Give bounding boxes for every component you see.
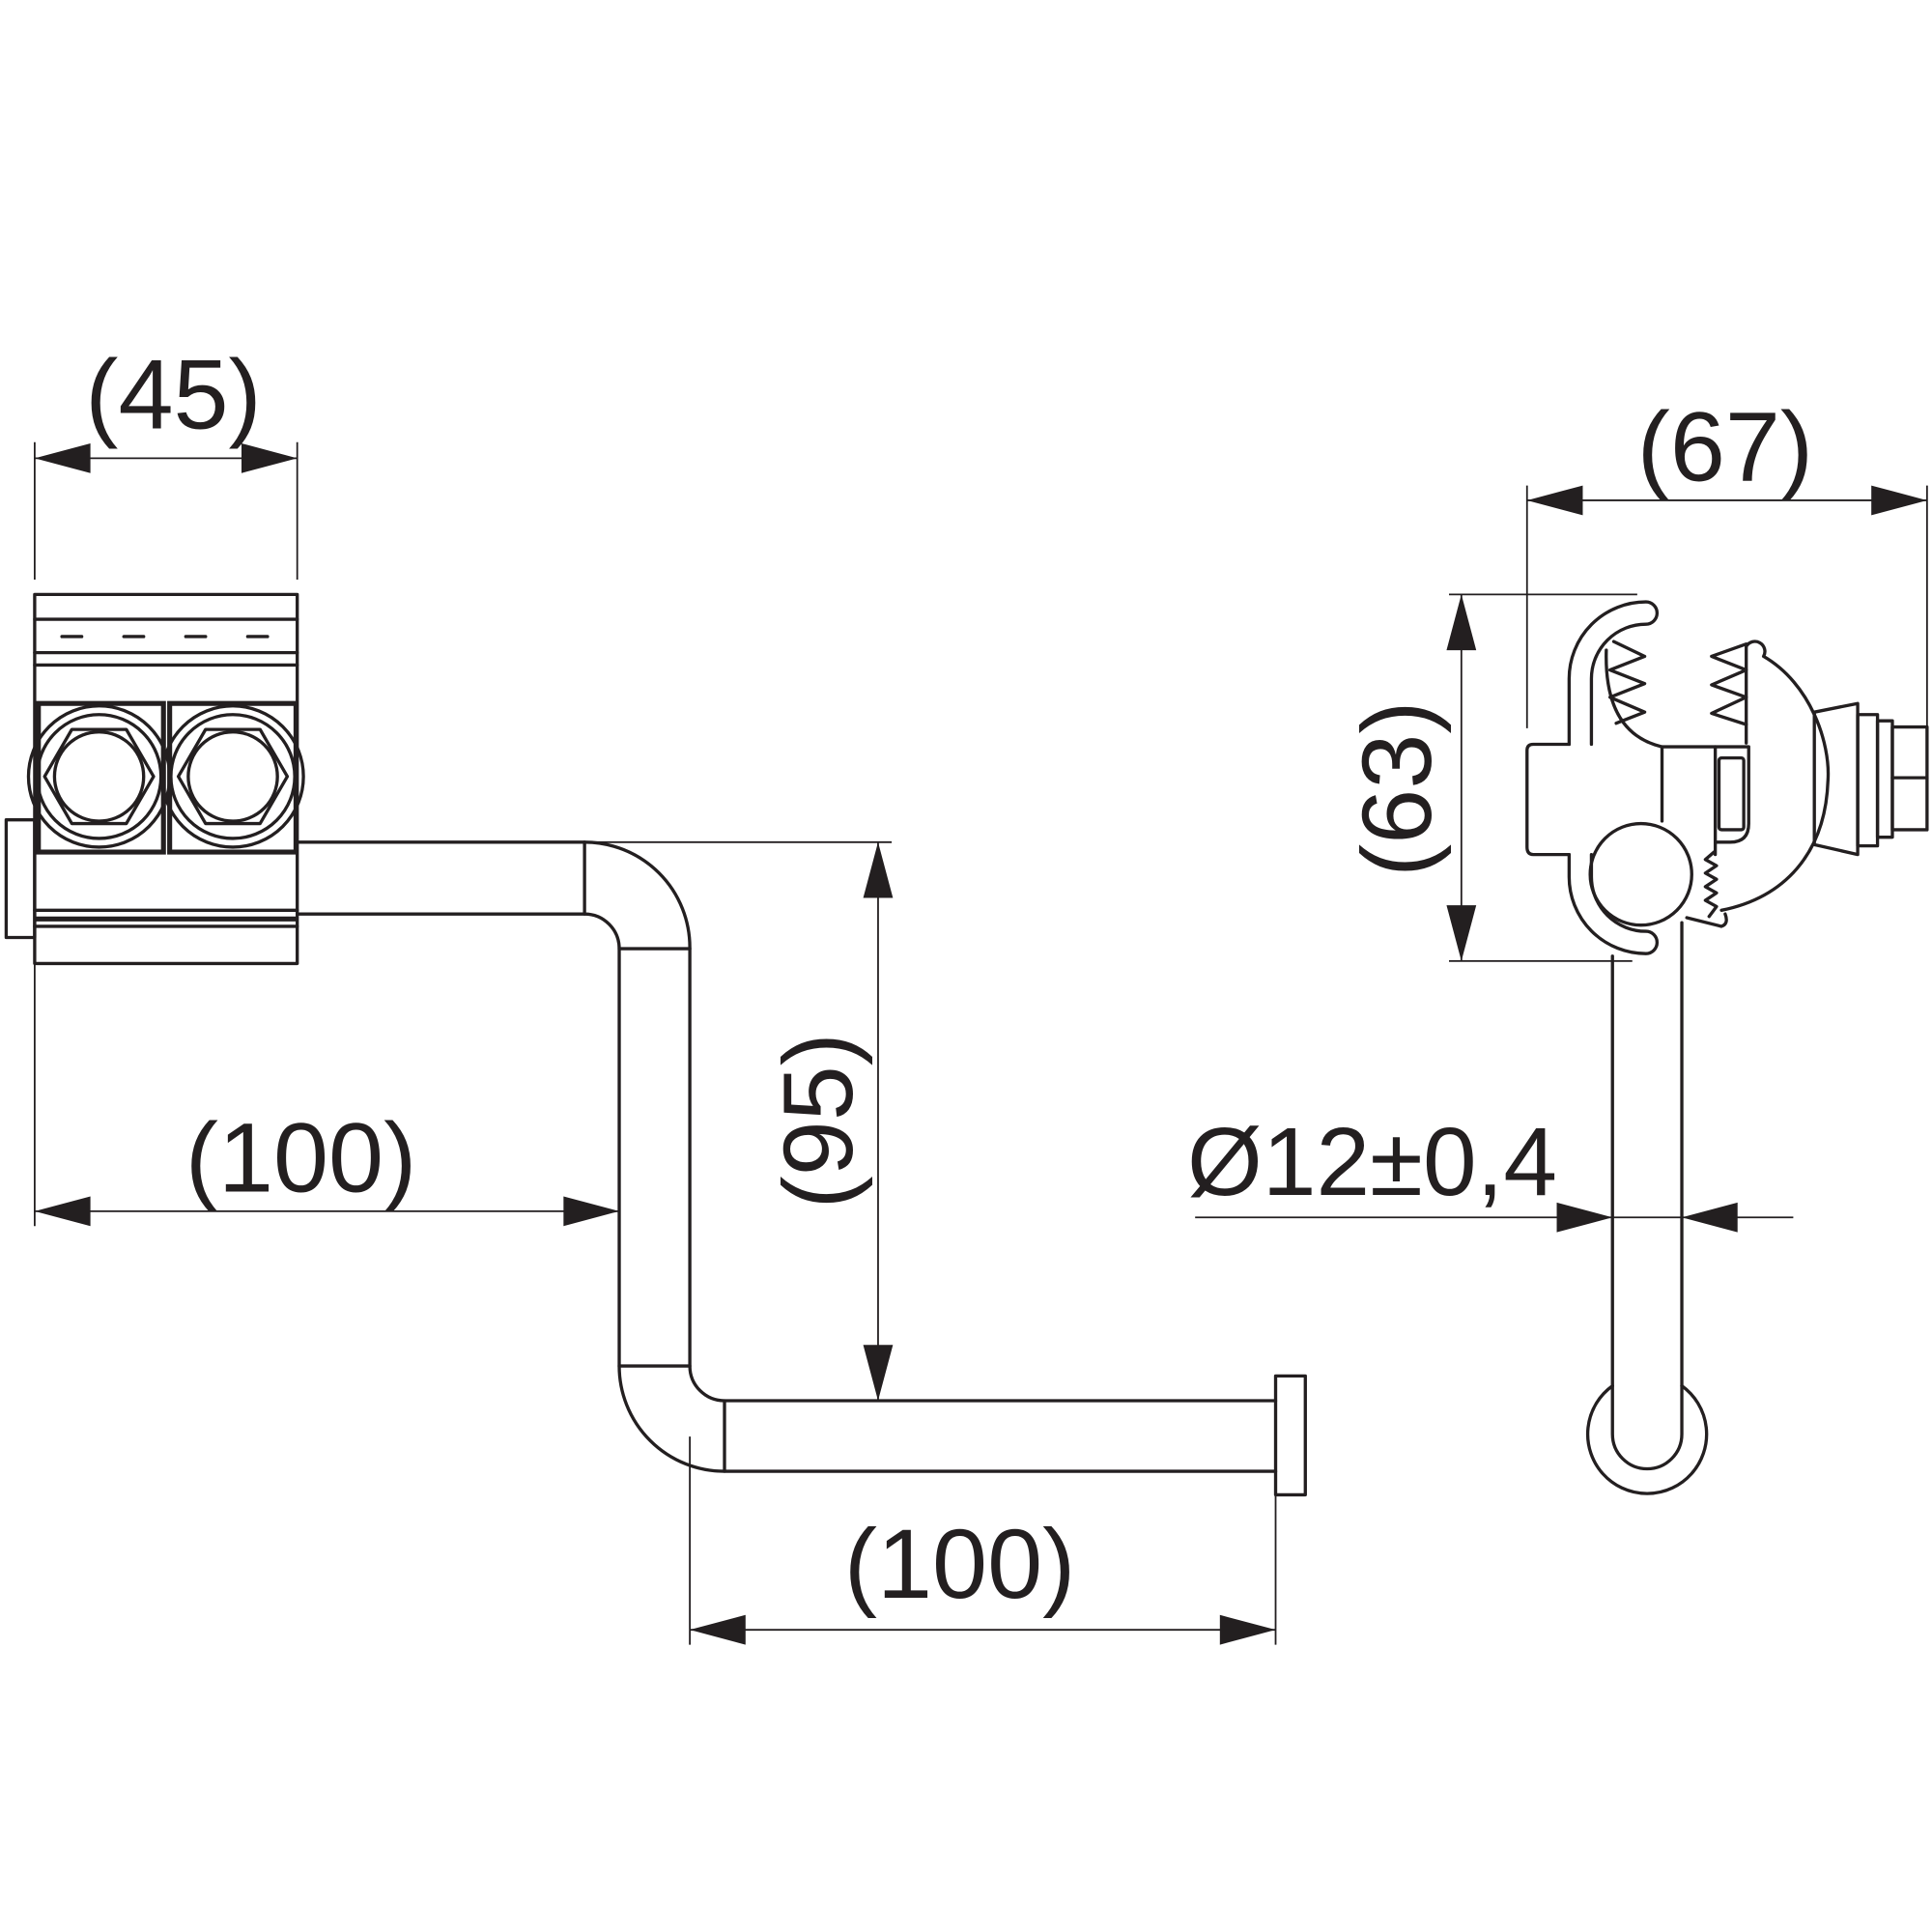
dimension-label: (100) xyxy=(185,1101,416,1212)
rod-knob xyxy=(1588,821,1693,927)
arrowhead xyxy=(1526,485,1583,516)
bolt-hex-nut xyxy=(43,727,156,826)
dimension-rod-length: (100) xyxy=(689,1436,1277,1645)
bolt-head-side xyxy=(1812,701,1860,857)
arrowhead xyxy=(863,841,894,898)
upper-jaw-teeth xyxy=(1608,639,1647,725)
serrated-pawl xyxy=(1703,850,1719,919)
dimension-label: (63) xyxy=(1341,700,1452,876)
upper-hook xyxy=(1567,600,1659,747)
dimension-rod-drop: (95) xyxy=(584,840,894,1402)
bolt-washer-outer xyxy=(160,704,305,849)
dimension-label: (67) xyxy=(1637,390,1813,501)
arrowhead xyxy=(34,1196,91,1227)
dimension-label: (100) xyxy=(844,1508,1075,1619)
bolt-washer-side xyxy=(1856,713,1880,848)
rod-side-outline xyxy=(1610,921,1684,1471)
dimension-label: Ø12±0,4 xyxy=(1187,1108,1557,1216)
rod-end-cap xyxy=(1273,1374,1307,1497)
clamp-side-tab xyxy=(4,818,37,940)
bolt-head xyxy=(186,730,279,823)
bolt-right xyxy=(160,704,305,849)
dimension-clamp-depth: (67) xyxy=(1525,390,1928,728)
extension-lines xyxy=(689,1436,1277,1645)
bolt-head xyxy=(52,730,146,823)
arrowhead xyxy=(563,1196,620,1227)
dimension-clamp-width: (45) xyxy=(34,339,298,580)
bolt-washer-outer xyxy=(26,704,172,849)
arrowhead xyxy=(242,442,298,473)
arrowhead xyxy=(690,1614,746,1645)
right-jaw xyxy=(1719,639,1831,912)
arrowhead xyxy=(863,1345,894,1401)
clamp-body-front xyxy=(4,592,305,966)
arrowhead xyxy=(1446,905,1477,961)
dimension-label: (45) xyxy=(85,339,261,450)
bolt-left xyxy=(26,704,172,849)
tension-nut-housing xyxy=(1713,745,1750,844)
rod-bend-tangent-lines xyxy=(582,840,726,1473)
rod-end-cap-side xyxy=(1585,1383,1709,1495)
bolt-collar-side xyxy=(1875,719,1894,839)
clamp-body-side xyxy=(1525,600,1929,955)
arrowhead xyxy=(1682,1202,1738,1233)
upper-jaw-insert xyxy=(1605,648,1664,749)
dimension-clamp-height: (63) xyxy=(1341,593,1637,962)
right-jaw-teeth xyxy=(1710,642,1748,726)
extension-lines xyxy=(34,441,298,580)
arrowhead xyxy=(1556,1202,1613,1233)
center-bar xyxy=(1660,745,1718,857)
bolt-washer-inner xyxy=(169,713,297,840)
arrowhead xyxy=(1446,594,1477,651)
arrowhead xyxy=(1219,1614,1276,1645)
lower-hook xyxy=(1567,852,1659,955)
dimension-rod-diameter: Ø12±0,4 xyxy=(1187,1108,1794,1233)
clamp-back-plate xyxy=(1525,742,1572,857)
extension-lines xyxy=(1525,485,1928,728)
tension-nut xyxy=(1717,755,1746,832)
arrowhead xyxy=(34,442,91,473)
front-view: (45) (100) (95) (100) xyxy=(4,339,1307,1645)
pawl-link xyxy=(1685,912,1728,928)
side-view: (67) (63) Ø12±0,4 xyxy=(1187,390,1929,1495)
rod-edge-outer xyxy=(296,840,1278,1403)
dimension-label: (95) xyxy=(762,1033,873,1208)
extension-lines xyxy=(1449,593,1637,962)
rod-front xyxy=(296,840,1307,1497)
rod-side xyxy=(1585,921,1709,1495)
bolt-hex-nut xyxy=(176,727,290,826)
rod-edge-inner xyxy=(296,912,1278,1473)
arrowhead xyxy=(1871,485,1927,516)
dimension-rod-offset: (100) xyxy=(34,963,620,1227)
